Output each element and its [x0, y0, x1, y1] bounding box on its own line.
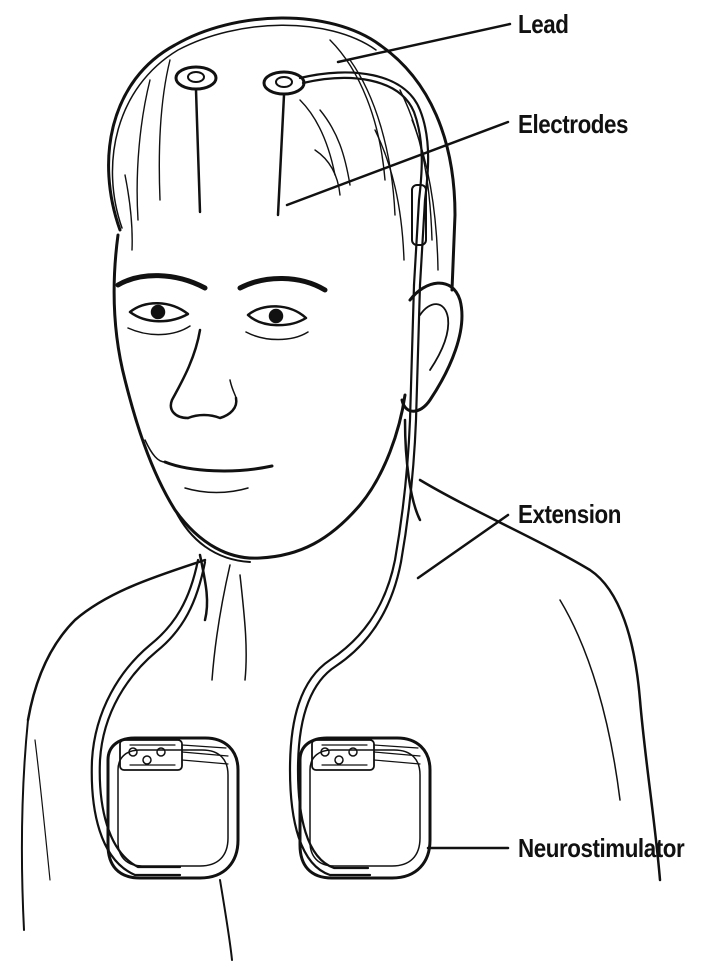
electrode-left	[176, 67, 216, 212]
extension-wire	[92, 285, 420, 875]
label-neurostimulator: Neurostimulator	[518, 835, 684, 861]
electrode-right	[264, 72, 304, 215]
label-lead: Lead	[518, 11, 568, 37]
mouth	[145, 440, 272, 493]
lead-wire	[300, 72, 428, 285]
neurostimulator-left	[108, 738, 238, 878]
electrodes-leader-line	[287, 122, 508, 205]
label-extension: Extension	[518, 501, 621, 527]
torso	[22, 480, 660, 960]
label-electrodes: Electrodes	[518, 111, 628, 137]
eyes	[128, 303, 308, 339]
head-outline	[109, 18, 455, 562]
eyebrows	[118, 276, 325, 290]
extension-leader-line	[418, 515, 508, 578]
leader-lines	[287, 24, 510, 848]
nose	[171, 330, 236, 418]
